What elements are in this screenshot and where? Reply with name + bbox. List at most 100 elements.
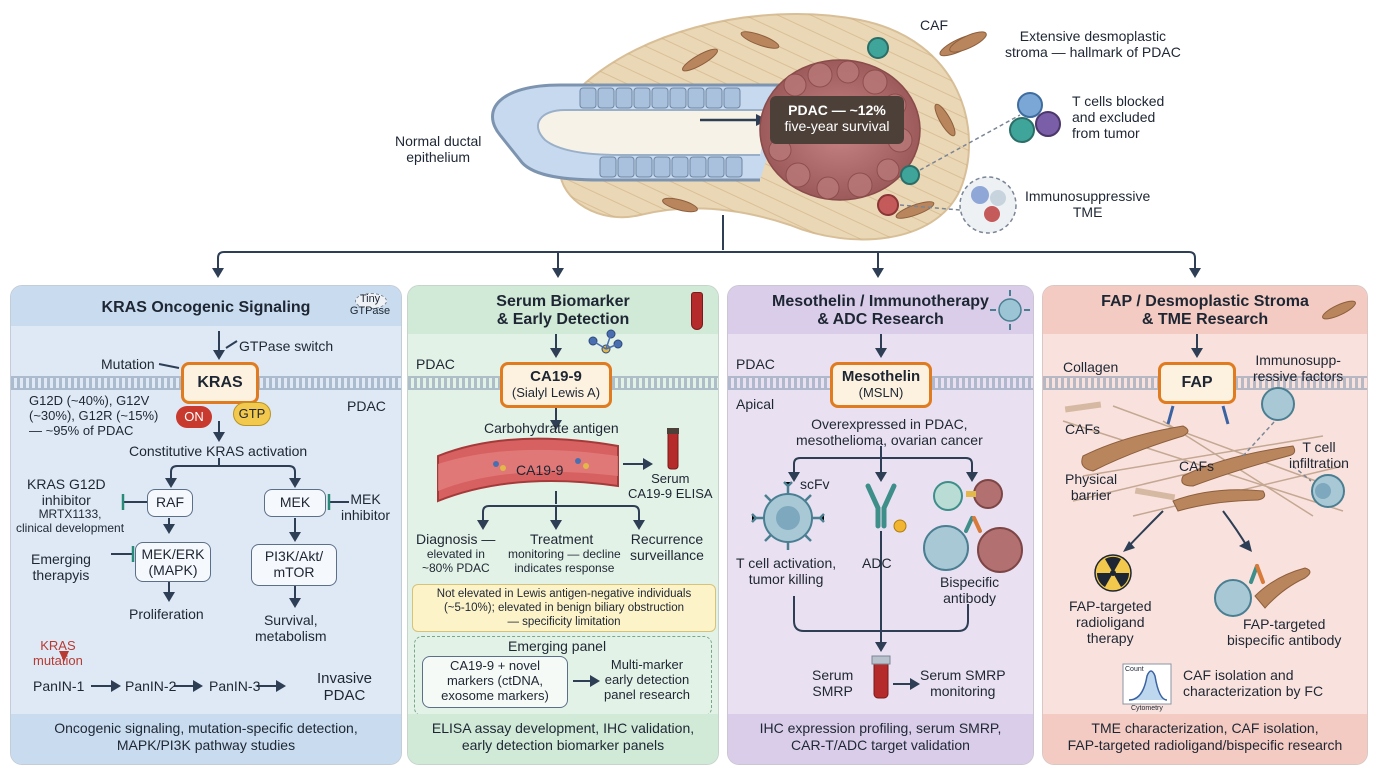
bispecific-label: Bispecific antibody bbox=[940, 574, 1000, 607]
carb-antigen-label: Carbohydrate antigen bbox=[484, 420, 619, 436]
collagen-label: Collagen bbox=[1063, 359, 1119, 375]
caf-isolation-label: CAF isolation and characterization by FC bbox=[1183, 667, 1324, 700]
panel-title: Serum Biomarker & Early Detection bbox=[496, 293, 630, 329]
panel-footer: Oncogenic signaling, mutation-specific d… bbox=[11, 714, 401, 764]
treatment-title: Treatment bbox=[530, 531, 594, 547]
apical-label: Apical bbox=[736, 396, 775, 412]
mek-inhibitor-label: MEK inhibitor bbox=[341, 491, 391, 524]
tme-inset bbox=[959, 176, 1017, 234]
tcell-killing-label: T cell activation, tumor killing bbox=[736, 555, 837, 588]
smrp-monitoring-label: Serum SMRP monitoring bbox=[920, 667, 1006, 700]
adc-antibody bbox=[865, 483, 897, 529]
panin1-label: PanIN-1 bbox=[33, 678, 85, 694]
mek-node: MEK bbox=[264, 489, 326, 517]
vessel-ca199-label: CA19-9 bbox=[516, 462, 564, 478]
mutation-frequencies: G12D (~40%), G12V (~30%), G12R (~15%) — … bbox=[29, 393, 159, 438]
tcells-label: T cells blocked and excluded from tumor bbox=[1072, 93, 1165, 142]
serum-smrp-label: Serum SMRP bbox=[812, 667, 854, 700]
pdac-label: PDAC bbox=[347, 398, 386, 414]
activation-label: Constitutive KRAS activation bbox=[129, 443, 308, 459]
kras-inhibitor-sub: MRTX1133, clinical development bbox=[16, 507, 125, 535]
emerging-markers-text: CA19-9 + novel markers (ctDNA, exosome m… bbox=[441, 658, 549, 703]
panel-fap: FAP / Desmoplastic Stroma & TME Research bbox=[1042, 285, 1368, 765]
mekerk-label: MEK/ERK (MAPK) bbox=[141, 546, 205, 579]
caf-header-icon bbox=[1322, 300, 1356, 320]
ca199-diagram bbox=[437, 329, 679, 687]
panel-title: KRAS Oncogenic Signaling bbox=[101, 299, 311, 316]
diagnosis-title: Diagnosis — bbox=[416, 531, 496, 547]
top-illustration: Normal ductal epithelium PDAC — ~12% fiv… bbox=[0, 0, 1376, 285]
mek-label: MEK bbox=[279, 494, 311, 510]
emerging-markers-box: CA19-9 + novel markers (ctDNA, exosome m… bbox=[422, 656, 568, 708]
physical-barrier-label: Physical barrier bbox=[1065, 471, 1118, 504]
gtpase-badge-label: Tiny GTPase bbox=[349, 293, 391, 318]
diagnosis-sub: elevated in ~80% PDAC bbox=[422, 547, 490, 575]
panel-mesothelin: Mesothelin / Immunotherapy & ADC Researc… bbox=[727, 285, 1034, 765]
pdac-survival-box: PDAC — ~12% five-year survival bbox=[770, 96, 904, 144]
adc-label: ADC bbox=[862, 555, 892, 571]
stroma-label: Extensive desmoplastic stroma — hallmark… bbox=[1005, 28, 1181, 61]
cytometry-axis-y: Count bbox=[1125, 666, 1144, 673]
pdac-survival-sub: five-year survival bbox=[784, 118, 890, 134]
pdac-label: PDAC bbox=[736, 356, 775, 372]
pdac-label: PDAC bbox=[416, 356, 455, 372]
scfv-label: scFv bbox=[800, 476, 830, 492]
limitation-note: Not elevated in Lewis antigen-negative i… bbox=[412, 584, 716, 632]
normal-duct-label: Normal ductal epithelium bbox=[395, 133, 482, 166]
panel-title: FAP / Desmoplastic Stroma & TME Research bbox=[1101, 293, 1309, 329]
antibody-cell-icon bbox=[998, 298, 1022, 322]
gtp-badge: GTP bbox=[233, 402, 271, 426]
treatment-sub: monitoring — decline indicates response bbox=[508, 547, 621, 575]
raf-label: RAF bbox=[156, 494, 184, 510]
ca199-node-sub: (Sialyl Lewis A) bbox=[511, 385, 601, 400]
panel-title: Mesothelin / Immunotherapy & ADC Researc… bbox=[772, 293, 989, 329]
radioligand-label: FAP-targeted radioligand therapy bbox=[1069, 598, 1152, 647]
caf-label: CAF bbox=[920, 17, 948, 33]
mesothelin-diagram bbox=[751, 290, 1030, 699]
pi3k-node: PI3K/Akt/ mTOR bbox=[251, 544, 337, 586]
kras-node: KRAS bbox=[181, 362, 259, 404]
cafs-label-right: CAFs bbox=[1179, 458, 1214, 474]
ca199-node: CA19-9 (Sialyl Lewis A) bbox=[500, 362, 612, 408]
pi3k-label: PI3K/Akt/ mTOR bbox=[264, 548, 324, 581]
invasive-label: Invasive PDAC bbox=[317, 670, 373, 705]
gtpase-badge: Tiny GTPase bbox=[347, 293, 393, 317]
panel-footer: ELISA assay development, IHC validation,… bbox=[408, 714, 718, 764]
fap-node-label: FAP bbox=[1181, 374, 1213, 391]
cytometry-axis-x: Cytometry bbox=[1131, 705, 1163, 712]
serum-elisa-label: Serum CA19-9 ELISA bbox=[628, 471, 713, 501]
emerging-title: Emerging panel bbox=[508, 638, 607, 654]
blood-tube-icon bbox=[691, 292, 703, 330]
mutation-label: Mutation bbox=[101, 356, 155, 372]
survival-label: Survival, metabolism bbox=[255, 612, 327, 645]
serum-tube bbox=[667, 430, 679, 470]
gtpase-switch-label: GTPase switch bbox=[239, 338, 334, 354]
kras-node-label: KRAS bbox=[197, 374, 243, 391]
mesothelin-node-title: Mesothelin bbox=[841, 368, 921, 385]
panin3-label: PanIN-3 bbox=[209, 678, 261, 694]
ca199-node-title: CA19-9 bbox=[530, 368, 582, 385]
kras-flow-arrows bbox=[59, 331, 349, 692]
recurrence-label: Recurrence surveillance bbox=[630, 531, 704, 564]
bispecific-label: FAP-targeted bispecific antibody bbox=[1227, 616, 1342, 649]
raf-node: RAF bbox=[147, 489, 193, 517]
kras-mutation-label: KRAS mutation bbox=[33, 638, 83, 668]
mesothelin-node: Mesothelin (MSLN) bbox=[830, 362, 932, 408]
mesothelin-node-sub: (MSLN) bbox=[858, 385, 904, 400]
caf-icon bbox=[949, 31, 987, 53]
pdac-survival-title: PDAC — ~12% bbox=[788, 102, 886, 118]
on-badge: ON bbox=[176, 406, 212, 428]
emerging-therapy-label: Emerging therapyis bbox=[31, 551, 91, 584]
panel-footer: IHC expression profiling, serum SMRP, CA… bbox=[728, 714, 1033, 764]
overexpressed-label: Overexpressed in PDAC, mesothelioma, ova… bbox=[796, 416, 983, 449]
panel-kras: KRAS Oncogenic Signaling Tiny GTPase bbox=[10, 285, 402, 765]
kras-inhibitor-label: KRAS G12D inhibitor bbox=[27, 476, 106, 509]
panel-ca199: Serum Biomarker & Early Detection bbox=[407, 285, 719, 765]
cafs-label-left: CAFs bbox=[1065, 421, 1100, 437]
multi-marker-label: Multi-marker early detection panel resea… bbox=[604, 657, 690, 702]
tcell-infiltration-label: T cell infiltration bbox=[1289, 439, 1349, 472]
mekerk-node: MEK/ERK (MAPK) bbox=[135, 542, 211, 582]
proliferation-label: Proliferation bbox=[129, 606, 204, 622]
panel-footer: TME characterization, CAF isolation, FAP… bbox=[1043, 714, 1367, 764]
pancreas-illustration bbox=[212, 13, 1201, 278]
